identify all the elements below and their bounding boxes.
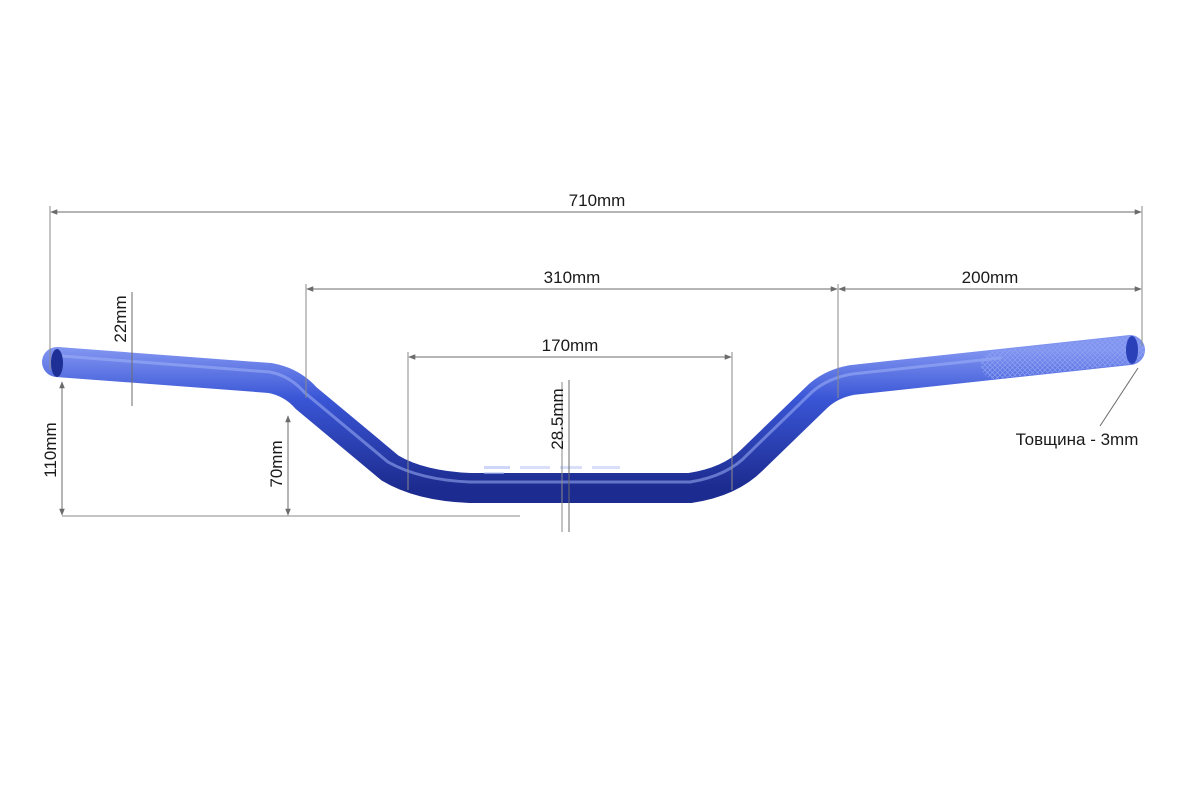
- overall-width-label: 710mm: [569, 191, 626, 210]
- right-bar-end: [1126, 336, 1138, 364]
- center-width-label: 310mm: [544, 268, 601, 287]
- extension-lines: [49, 206, 1143, 532]
- thickness-leader-line: [1099, 367, 1139, 427]
- wall-thickness-label: Товщина - 3mm: [1016, 430, 1139, 449]
- handlebar-highlight: [60, 354, 1002, 484]
- dimension-lines: [50, 209, 1142, 532]
- end-width-label: 200mm: [962, 268, 1019, 287]
- bottom-flat-label: 170mm: [542, 336, 599, 355]
- clamp-diameter-label: 28.5mm: [548, 388, 567, 449]
- left-bar-end: [51, 349, 63, 377]
- knurled-grip: [981, 336, 1144, 379]
- handlebar-tube: [42, 335, 1145, 503]
- bend-rise-label: 70mm: [267, 440, 286, 487]
- handlebar: [42, 335, 1145, 503]
- brand-logo-engraving: [484, 466, 620, 474]
- end-diameter-label: 22mm: [111, 295, 130, 342]
- dimension-labels: 710mm 310mm 200mm 170mm 28.5mm 22mm 110m…: [41, 191, 1138, 488]
- total-rise-label: 110mm: [41, 422, 60, 477]
